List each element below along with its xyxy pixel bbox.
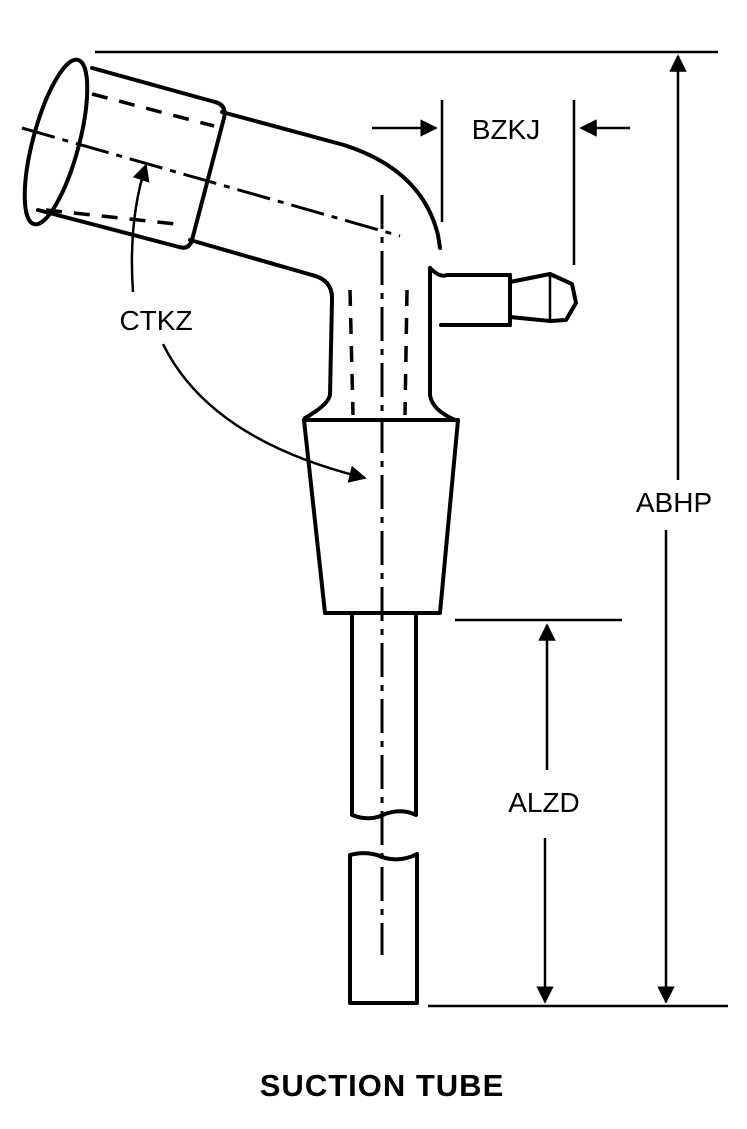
dimension-label-abhp: ABHP — [636, 487, 712, 518]
angled-socket-joint — [21, 57, 401, 250]
tapered-ground-joint — [302, 418, 460, 615]
dimension-lines — [95, 50, 728, 1008]
dimension-label-alzd: ALZD — [508, 787, 580, 818]
dimension-label-ctkz: CTKZ — [119, 305, 192, 336]
elbow-body — [188, 110, 578, 955]
lower-tube — [348, 611, 419, 1005]
dimension-label-bzkj: BZKJ — [472, 114, 540, 145]
diagram-title: SUCTION TUBE — [260, 1068, 505, 1103]
